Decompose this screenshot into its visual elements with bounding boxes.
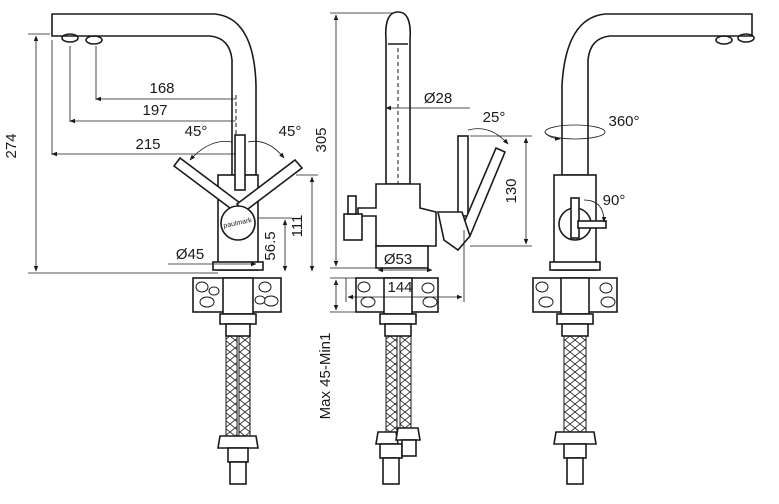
dim-130: 130 bbox=[503, 178, 520, 203]
front-hose-left bbox=[225, 335, 238, 437]
back-counter-stones bbox=[535, 281, 616, 308]
front-counter-stones bbox=[195, 281, 279, 308]
front-medallion bbox=[220, 205, 256, 241]
dim-305: 305 bbox=[313, 127, 330, 152]
dim-111: 111 bbox=[289, 215, 306, 238]
dim-168: 168 bbox=[149, 80, 174, 97]
angle-25: 25° bbox=[483, 109, 506, 126]
dim-144: 144 bbox=[387, 279, 412, 296]
dim-d28: Ø28 bbox=[424, 90, 452, 107]
front-view: paulmark 168 197 215 bbox=[3, 13, 318, 485]
dim-d53: Ø53 bbox=[384, 251, 412, 268]
angle-90: 90° bbox=[603, 192, 626, 209]
side-hose-left bbox=[385, 335, 398, 433]
dim-d45: Ø45 bbox=[176, 246, 204, 263]
back-spout bbox=[561, 13, 753, 176]
angle-left: 45° bbox=[185, 123, 208, 140]
dim-215: 215 bbox=[135, 136, 160, 153]
side-view: 305 Ø28 25° 130 Ø53 144 Max 45-Min1 bbox=[313, 11, 532, 485]
dim-197: 197 bbox=[142, 102, 167, 119]
back-hose bbox=[563, 335, 587, 433]
side-spout bbox=[384, 11, 412, 185]
aerator-right bbox=[85, 35, 103, 45]
dim-274: 274 bbox=[3, 133, 20, 158]
side-body bbox=[357, 183, 437, 247]
front-hose-right bbox=[238, 335, 251, 437]
dim-countertop: Max 45-Min1 bbox=[317, 333, 334, 420]
angle-360: 360° bbox=[608, 113, 639, 130]
back-view: 360° 90° bbox=[532, 13, 755, 485]
dim-56-5: 56.5 bbox=[262, 231, 279, 260]
back-lever bbox=[577, 220, 607, 229]
angle-right: 45° bbox=[279, 123, 302, 140]
side-hose-right bbox=[399, 335, 412, 433]
aerator-left bbox=[61, 33, 79, 43]
